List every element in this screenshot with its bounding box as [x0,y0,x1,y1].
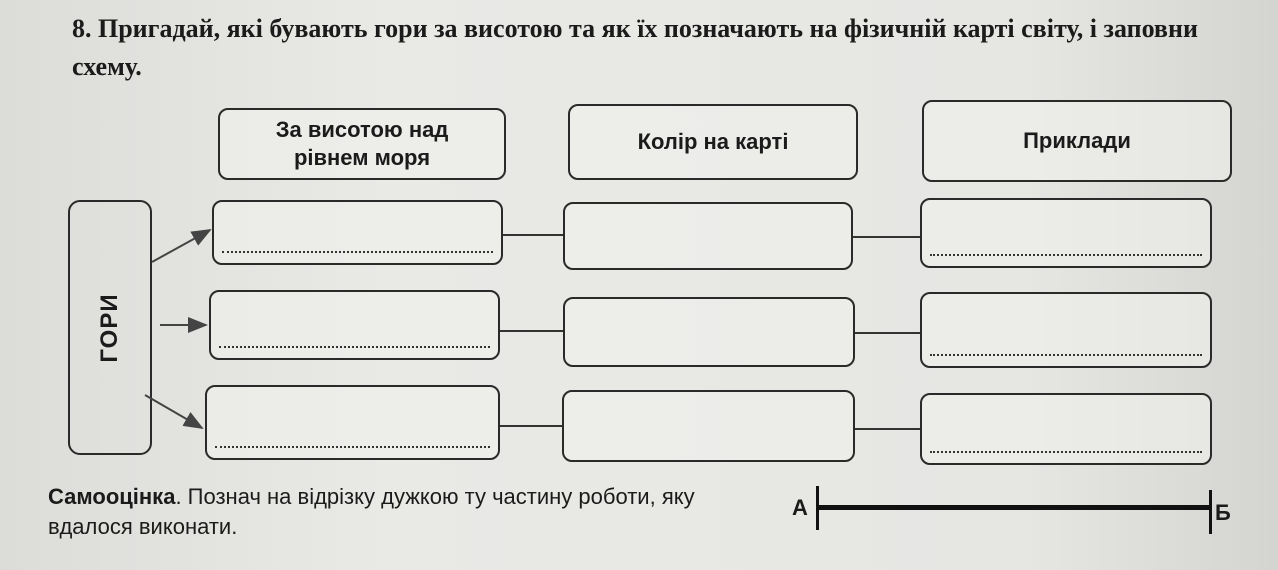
arrow-1 [151,229,212,263]
header-examples: Приклади [922,100,1232,182]
header-height: За висотою над рівнем моря [218,108,506,180]
height-field-2[interactable] [209,290,500,360]
height-field-1[interactable] [212,200,503,265]
color-field-3[interactable] [562,390,855,462]
connector [855,428,920,430]
color-field-2[interactable] [563,297,855,367]
arrow-3 [144,394,204,430]
root-box: ГОРИ [68,200,152,455]
segment-start-tick [816,486,819,530]
connector [853,236,920,238]
example-field-3[interactable] [920,393,1212,465]
connector [503,234,563,236]
segment-end-label: Б [1215,500,1231,525]
assessment-segment[interactable] [818,505,1210,510]
connector [855,332,920,334]
task-instruction: Пригадай, які бувають гори за висотою та… [72,14,1198,81]
self-assessment-label: Самооцінка [48,484,176,509]
segment-start-label: А [792,495,808,520]
example-field-2[interactable] [920,292,1212,368]
task-number: 8. [72,14,92,43]
segment-end-tick [1209,490,1212,534]
connector [500,425,562,427]
example-field-1[interactable] [920,198,1212,268]
header-color: Колір на карті [568,104,858,180]
self-assessment-instruction: . Познач на відрізку дужкою ту частину р… [48,484,695,539]
height-field-3[interactable] [205,385,500,460]
task-text: 8. Пригадай, які бувають гори за висотою… [72,10,1222,86]
color-field-1[interactable] [563,202,853,270]
self-assessment-text: Самооцінка. Познач на відрізку дужкою ту… [48,482,773,542]
connector [500,330,563,332]
